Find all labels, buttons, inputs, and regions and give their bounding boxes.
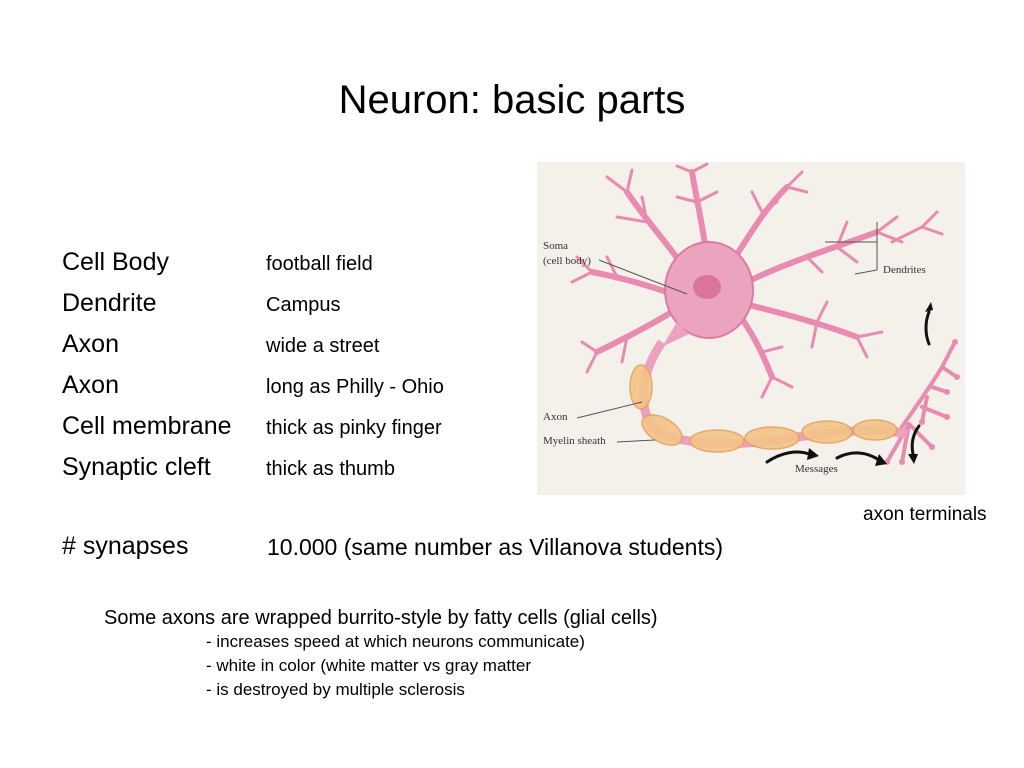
term-comparison: thick as pinky finger [266,417,442,439]
term-comparison: thick as thumb [266,458,395,480]
term-comparison: Campus [266,294,341,316]
term-label: Cell membrane [62,412,232,440]
term-label: Axon [62,371,119,399]
synapses-label: # synapses [62,532,189,560]
neuron-diagram: Soma (cell body) Dendrites Axon Myelin s… [537,162,965,495]
axon-label: Axon [543,411,568,423]
glial-note-point: - is destroyed by multiple sclerosis [206,680,465,699]
dendrites-label: Dendrites [883,264,926,276]
glial-note-point: - white in color (white matter vs gray m… [206,656,531,675]
axon-terminals-caption: axon terminals [863,504,987,525]
messages-label: Messages [795,463,838,475]
term-comparison: wide a street [266,335,380,357]
soma-label: Soma [543,240,568,252]
glial-note: Some axons are wrapped burrito-style by … [104,607,658,629]
term-label: Synaptic cleft [62,453,211,481]
glial-note-point: - increases speed at which neurons commu… [206,632,585,651]
neuron-illustration: Soma (cell body) Dendrites Axon Myelin s… [543,162,960,475]
term-comparison: long as Philly - Ohio [266,376,444,398]
term-comparison: football field [266,253,373,275]
term-label: Axon [62,330,119,358]
slide-title: Neuron: basic parts [338,78,686,122]
term-label: Cell Body [62,248,169,276]
term-label: Dendrite [62,289,157,317]
myelin-sheath-label: Myelin sheath [543,435,606,447]
soma-label-sub: (cell body) [543,255,591,267]
synapses-value: 10.000 (same number as Villanova student… [267,534,724,560]
